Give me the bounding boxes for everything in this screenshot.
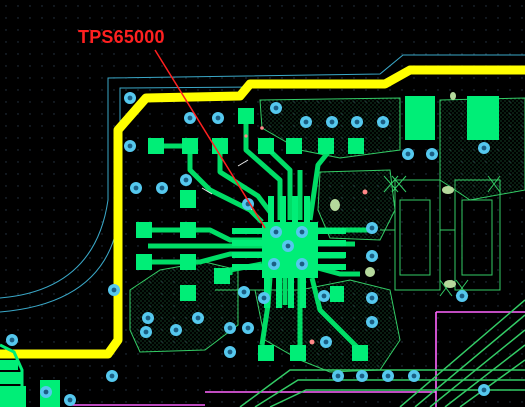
via-hole <box>335 373 341 379</box>
via-hole <box>133 185 139 191</box>
via-hole <box>429 151 435 157</box>
via-hole <box>354 119 360 125</box>
via-hole <box>273 105 279 111</box>
via-hole <box>273 229 279 235</box>
via-hole <box>369 225 375 231</box>
ic-right-pins <box>318 228 346 270</box>
keepout-boundary <box>0 65 525 359</box>
via-hole <box>321 293 327 299</box>
via-hole <box>195 315 201 321</box>
via-hole <box>127 95 133 101</box>
via-hole <box>481 387 487 393</box>
via-hole <box>227 349 233 355</box>
via-hole <box>127 143 133 149</box>
via-hole <box>173 327 179 333</box>
via-hole <box>109 373 115 379</box>
via-hole <box>359 373 365 379</box>
ic-left-pins <box>232 228 262 270</box>
via-hole <box>67 397 73 403</box>
via-hole <box>380 119 386 125</box>
via-hole <box>159 185 165 191</box>
via-hole <box>299 261 305 267</box>
ic-top-pins <box>268 196 310 222</box>
via-hole <box>369 253 375 259</box>
via-hole <box>111 287 117 293</box>
via-hole <box>187 115 193 121</box>
test-points <box>244 92 456 345</box>
via-hole <box>481 145 487 151</box>
via-hole <box>261 295 267 301</box>
via-hole <box>459 293 465 299</box>
via-hole <box>271 261 277 267</box>
callout-label-tps65000: TPS65000 <box>78 27 165 47</box>
via-hole <box>405 151 411 157</box>
via-hole <box>411 373 417 379</box>
via-hole <box>145 315 151 321</box>
via-hole <box>369 319 375 325</box>
right-connector-outline <box>380 179 501 291</box>
bottom-trace-bundle <box>239 299 525 407</box>
via-hole <box>143 329 149 335</box>
callout-leader-line <box>154 49 266 229</box>
via-hole <box>303 119 309 125</box>
via-hole <box>183 177 189 183</box>
via-hole <box>43 389 49 395</box>
via-hole <box>227 325 233 331</box>
magenta-outline <box>70 92 525 407</box>
via-hole <box>215 115 221 121</box>
via-hole <box>329 119 335 125</box>
via-hole <box>285 243 291 249</box>
via-group <box>6 92 490 406</box>
via-hole <box>385 373 391 379</box>
via-hole <box>241 289 247 295</box>
via-hole <box>299 229 305 235</box>
left-bottom-trace <box>0 343 24 407</box>
via-hole <box>323 339 329 345</box>
via-hole <box>369 295 375 301</box>
right-copper-pads <box>405 96 499 140</box>
via-hole <box>9 337 15 343</box>
via-hole <box>245 325 251 331</box>
